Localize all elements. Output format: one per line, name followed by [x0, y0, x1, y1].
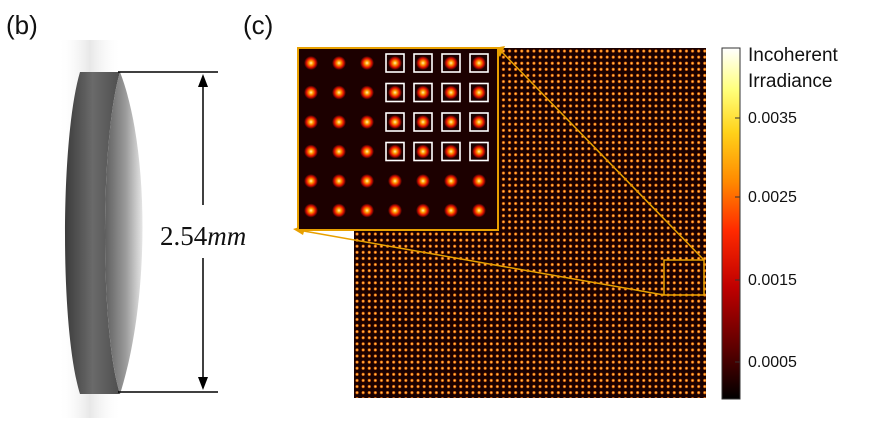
dimension-label: 2.54mm	[160, 221, 246, 251]
colorbar: Incoherent Irradiance 0.0035 0.0025 0.00…	[721, 45, 839, 400]
zoom-connector-bottom	[297, 229, 665, 296]
inset-spot-highlight-box	[413, 112, 433, 132]
inset-spot	[388, 174, 402, 188]
inset-spot	[444, 115, 458, 129]
inset-spot	[472, 56, 486, 70]
inset-spot	[388, 144, 402, 159]
inset-spot-highlight-box	[413, 141, 433, 162]
inset-spot	[360, 144, 374, 159]
inset-spot	[360, 85, 374, 100]
inset-spot	[304, 115, 318, 129]
inset-spot	[332, 174, 346, 188]
inset-spot	[304, 174, 318, 188]
inset-spot	[304, 85, 318, 100]
inset-spot	[388, 203, 402, 218]
colorbar-tick-label: 0.0025	[748, 189, 797, 206]
inset-spot	[388, 115, 402, 129]
colorbar-tick-label: 0.0035	[748, 110, 797, 127]
inset-spot	[444, 174, 458, 188]
dimension-marker: 2.54mm	[118, 71, 246, 393]
inset-spot	[416, 85, 430, 100]
lens-illustration	[58, 40, 143, 418]
inset-spot	[360, 203, 374, 218]
inset-spot-grid	[304, 53, 489, 218]
inset-spot	[332, 203, 346, 218]
inset-spot	[360, 174, 374, 188]
inset-spot-highlight-box	[441, 112, 461, 132]
zoom-connector-top	[497, 47, 705, 261]
colorbar-tick-label: 0.0005	[748, 354, 797, 371]
inset-spot	[332, 56, 346, 70]
inset-spot-highlight-box	[385, 141, 405, 162]
inset-spot-highlight-box	[441, 82, 461, 103]
colorbar-title-line2: Irradiance	[748, 71, 833, 92]
panel-c-label: (c)	[243, 10, 273, 40]
inset-spot	[416, 144, 430, 159]
inset-spot	[388, 85, 402, 100]
inset-spot-highlight-box	[385, 112, 405, 132]
inset-spot-highlight-box	[469, 53, 489, 73]
inset-spot	[444, 56, 458, 70]
inset-spot	[304, 56, 318, 70]
inset-spot	[416, 203, 430, 218]
dimension-value: 2.54	[160, 221, 208, 251]
inset-spot-highlight-box	[469, 82, 489, 103]
inset-spot-highlight-box	[385, 53, 405, 73]
inset-spot	[388, 56, 402, 70]
inset-spot	[416, 56, 430, 70]
inset-spot-highlight-box	[441, 53, 461, 73]
colorbar-title-line1: Incoherent	[748, 45, 839, 66]
inset-spot	[472, 174, 486, 188]
inset-spot	[332, 115, 346, 129]
inset-spot-highlight-box	[385, 82, 405, 103]
inset-spot	[304, 203, 318, 218]
inset-spot	[304, 144, 318, 159]
inset-spot	[332, 85, 346, 100]
lens-face	[105, 72, 143, 394]
inset-spot	[416, 174, 430, 188]
inset-spot	[472, 85, 486, 100]
panel-b-label: (b)	[6, 10, 38, 40]
inset-spot-highlight-box	[441, 141, 461, 162]
arrow-up-icon	[198, 74, 208, 87]
inset-spot-highlight-box	[413, 53, 433, 73]
colorbar-gradient	[721, 47, 741, 400]
inset-spot-highlight-box	[469, 112, 489, 132]
inset-spot-highlight-box	[413, 82, 433, 103]
inset-spot	[472, 115, 486, 129]
zoom-inset	[297, 47, 499, 231]
inset-spot	[444, 144, 458, 159]
dimension-unit: mm	[207, 221, 246, 251]
inset-spot	[444, 203, 458, 218]
arrow-down-icon	[198, 377, 208, 390]
zoom-inset-frame	[297, 47, 499, 231]
inset-spot	[360, 115, 374, 129]
zoom-source-box	[663, 259, 705, 296]
inset-spot	[360, 56, 374, 70]
inset-spot	[472, 203, 486, 218]
inset-spot-highlight-box	[469, 141, 489, 162]
inset-spot	[332, 144, 346, 159]
colorbar-tick-label: 0.0015	[748, 272, 797, 289]
inset-spot	[472, 144, 486, 159]
inset-spot	[444, 85, 458, 100]
lens-rim	[65, 72, 120, 394]
inset-spot	[416, 115, 430, 129]
